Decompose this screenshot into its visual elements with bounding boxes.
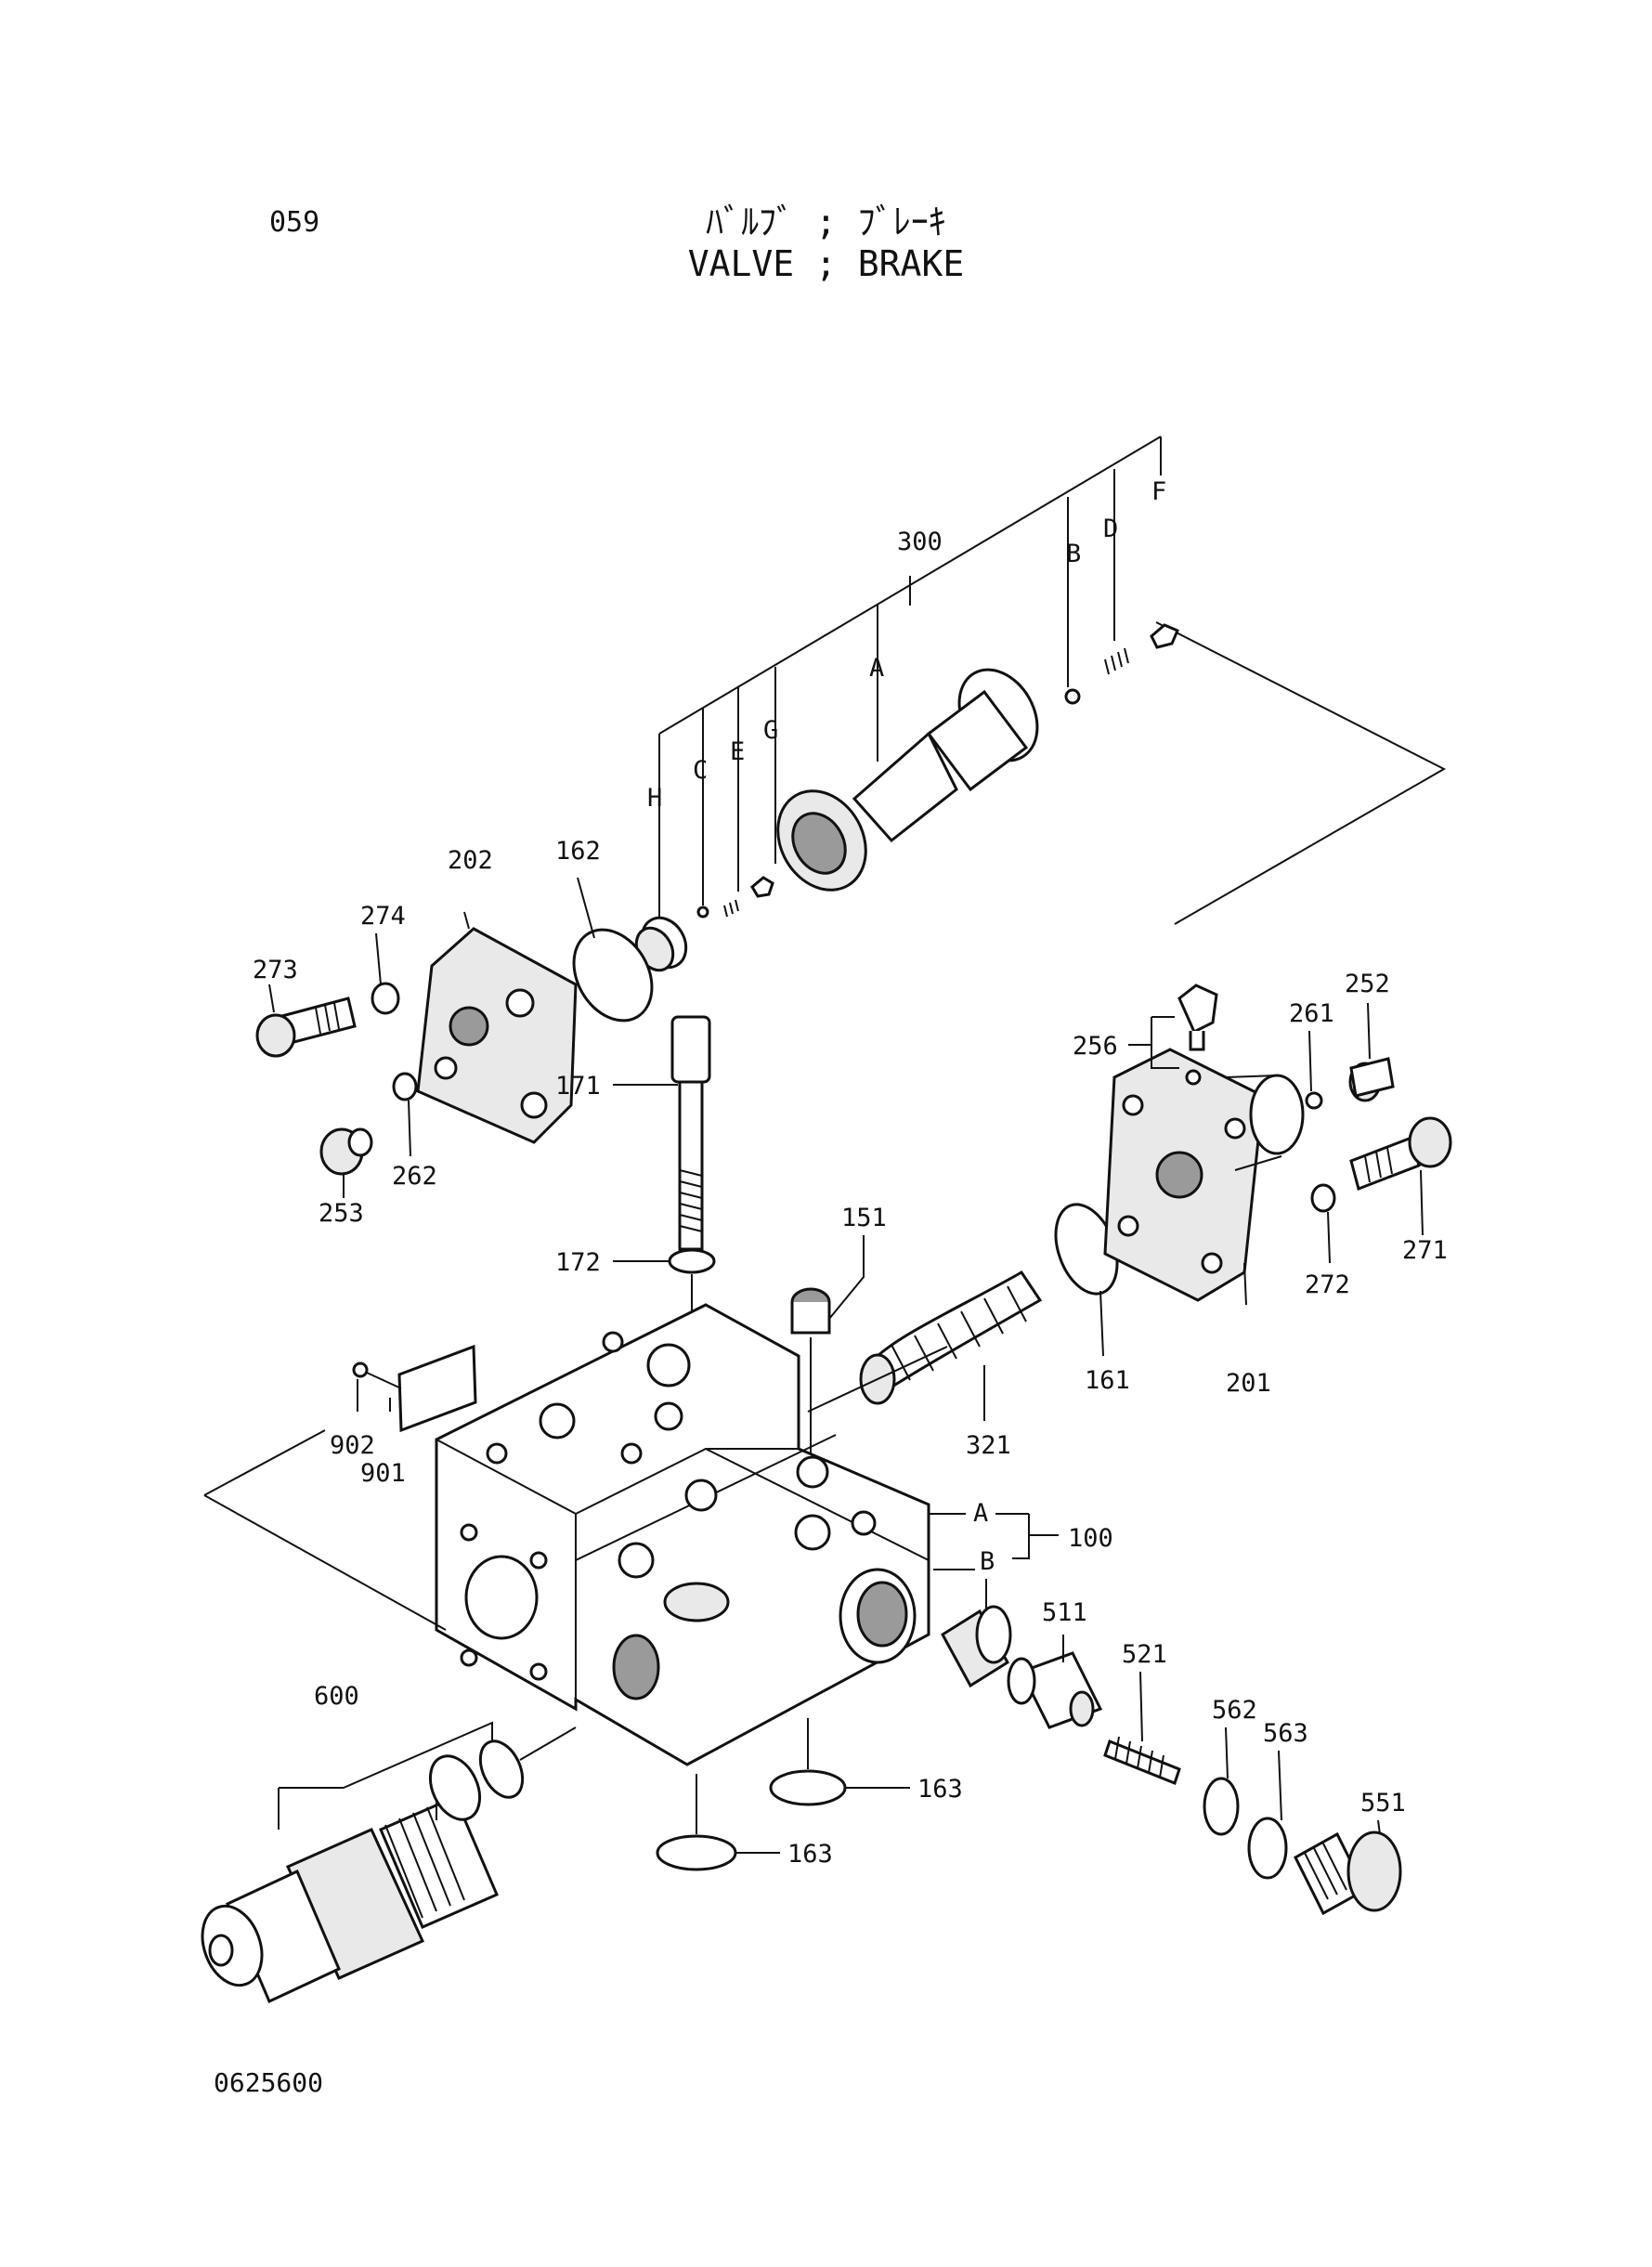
page-number: 059 — [269, 206, 320, 239]
callout-100: 100 — [1068, 1524, 1113, 1553]
callout-201: 201 — [1226, 1369, 1271, 1398]
callout-163-lower: 163 — [787, 1840, 833, 1869]
relief-valve-600 — [201, 1795, 499, 2004]
valve-body-100 — [203, 1303, 930, 1766]
callout-b-body: B — [980, 1547, 995, 1576]
callout-252: 252 — [1345, 970, 1390, 998]
plug-part-g — [750, 876, 774, 898]
piston-511 — [1007, 1651, 1103, 1729]
spring-321 — [859, 1270, 1043, 1405]
plug-551 — [1294, 1831, 1402, 1916]
callout-274: 274 — [360, 902, 406, 931]
callout-521: 521 — [1122, 1640, 1167, 1669]
callout-b-top: B — [1066, 540, 1081, 568]
callout-h: H — [647, 784, 662, 813]
o-ring-562 — [1203, 1777, 1240, 1836]
nameplate-901 — [397, 1344, 477, 1433]
title-english: VALVE ; BRAKE — [687, 243, 965, 284]
callout-a-top: A — [869, 654, 884, 683]
callout-271: 271 — [1402, 1236, 1448, 1265]
callout-172: 172 — [555, 1248, 601, 1277]
callout-a-body: A — [973, 1499, 988, 1528]
callout-162: 162 — [555, 837, 601, 866]
callout-261: 261 — [1289, 999, 1334, 1028]
bolt-271 — [1349, 1116, 1452, 1191]
ball-part-c — [696, 905, 709, 919]
callout-171: 171 — [555, 1072, 601, 1101]
sleeve-part-b — [941, 1605, 1012, 1688]
callout-g: G — [763, 716, 778, 745]
bolt-273 — [255, 997, 357, 1058]
callout-labels: 300 B D F A G E C H 202 162 274 273 253 … — [253, 477, 1448, 1869]
o-ring-261 — [1305, 1091, 1323, 1110]
o-ring-600-b — [478, 1739, 525, 1799]
spool-assembly-300 — [634, 436, 1447, 972]
callout-262: 262 — [392, 1162, 437, 1191]
o-ring-262 — [392, 1072, 418, 1101]
callout-563: 563 — [1263, 1719, 1308, 1748]
callout-202: 202 — [448, 846, 493, 875]
callout-902: 902 — [330, 1431, 375, 1460]
plug-253 — [319, 1127, 373, 1176]
callout-600: 600 — [314, 1682, 359, 1711]
o-ring-600-a — [428, 1754, 482, 1821]
spring-part-e — [723, 899, 739, 918]
callout-c: C — [693, 756, 708, 785]
callout-901: 901 — [360, 1459, 406, 1488]
ring-563 — [1247, 1817, 1288, 1880]
drawing-number: 0625600 — [214, 2067, 324, 2098]
screw-902 — [352, 1362, 369, 1378]
callout-161: 161 — [1085, 1366, 1130, 1395]
washer-172 — [668, 1248, 716, 1274]
ball-part-b — [1064, 688, 1081, 705]
cover-202-group — [255, 877, 654, 1198]
callout-511: 511 — [1042, 1598, 1087, 1627]
callout-551: 551 — [1360, 1789, 1406, 1818]
spring-part-d — [1104, 647, 1129, 675]
title-japanese: ﾊﾞﾙﾌﾞ ; ﾌﾞﾚｰｷ — [706, 202, 946, 242]
o-ring-162 — [572, 928, 654, 1023]
cover-202 — [416, 927, 578, 1144]
callout-256: 256 — [1073, 1032, 1118, 1061]
cover-201-group — [1103, 984, 1452, 1306]
fitting-256 — [1177, 984, 1218, 1086]
callout-321: 321 — [966, 1431, 1011, 1460]
callout-562: 562 — [1212, 1696, 1257, 1725]
callout-300: 300 — [897, 528, 943, 556]
callout-163-upper: 163 — [917, 1775, 963, 1804]
spring-521 — [1103, 1736, 1181, 1785]
plug-151 — [790, 1287, 831, 1335]
spool-part — [776, 668, 1039, 892]
o-ring-163-lower — [656, 1834, 737, 1871]
callout-e: E — [730, 737, 745, 766]
callout-151: 151 — [841, 1204, 887, 1232]
callout-253: 253 — [319, 1199, 364, 1228]
ring-274 — [371, 982, 400, 1015]
plug-252 — [1348, 1057, 1395, 1102]
callout-f: F — [1151, 477, 1166, 506]
bolt-171 — [670, 1015, 711, 1251]
callout-273: 273 — [253, 956, 298, 984]
callout-272: 272 — [1305, 1270, 1350, 1299]
ring-272 — [1310, 1183, 1336, 1213]
o-ring-163-upper — [769, 1769, 847, 1806]
callout-d: D — [1103, 515, 1118, 543]
plug-part-f — [1150, 623, 1179, 649]
